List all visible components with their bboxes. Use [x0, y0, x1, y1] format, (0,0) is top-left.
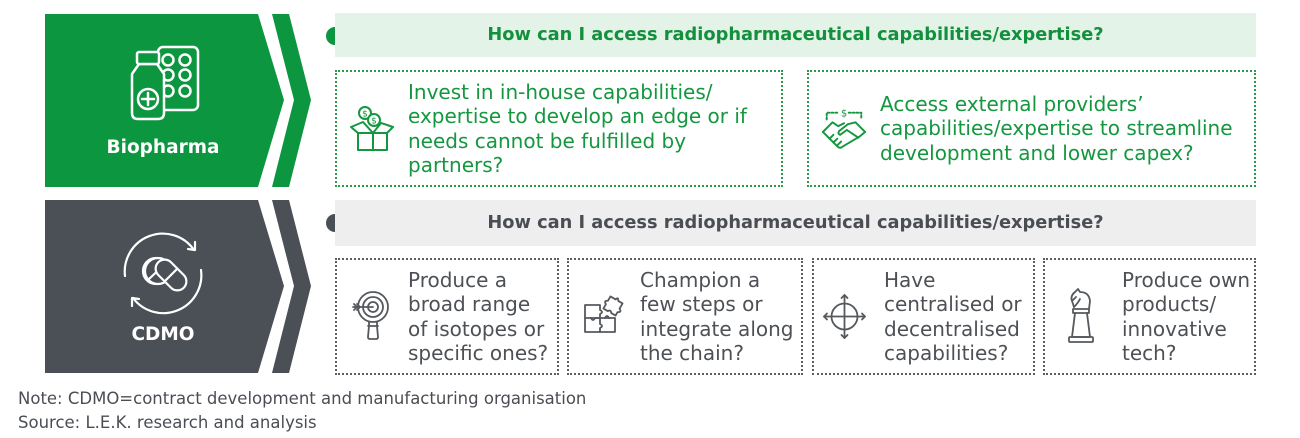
- pills-cycle-icon: [123, 232, 203, 315]
- medicine-bottle-pills-icon: [130, 45, 200, 121]
- chess-knight-icon: [1068, 288, 1094, 343]
- svg-text:$: $: [841, 109, 847, 120]
- puzzle-icon: [584, 295, 624, 333]
- cdmo-arrow-panel: [45, 200, 311, 373]
- option-card-centralisation: Have centralised or decentralised capabi…: [812, 258, 1035, 375]
- source-note: Source: L.E.K. research and analysis: [18, 412, 317, 432]
- biopharma-question-bar: How can I access radiopharmaceutical cap…: [335, 13, 1256, 57]
- handshake-icon: $: [821, 109, 867, 149]
- crosshair-arrows-icon: [823, 294, 866, 339]
- option-card-own-products: Produce own products/ innovative tech?: [1043, 258, 1256, 375]
- option-card-isotopes: Produce a broad range of isotopes or spe…: [335, 258, 559, 375]
- cdmo-label: CDMO: [131, 324, 195, 345]
- svg-text:$: $: [371, 117, 377, 127]
- option-card-value-chain: Champion a few steps or integrate along …: [567, 258, 803, 375]
- svg-text:$: $: [362, 110, 368, 120]
- option-text: Have centralised or decentralised capabi…: [884, 267, 1022, 366]
- option-text: Produce own products/ innovative tech?: [1122, 267, 1251, 366]
- option-card-external: $ Access external providers’ capabilitie…: [807, 70, 1256, 187]
- footnote: Note: CDMO=contract development and manu…: [18, 389, 587, 408]
- option-text: Champion a few steps or integrate along …: [640, 267, 794, 366]
- money-box-icon: $ $: [350, 106, 394, 151]
- target-magnifier-icon: [352, 291, 389, 340]
- option-text: Invest in in-house capabilities/ experti…: [408, 79, 747, 178]
- cdmo-question-bar: How can I access radiopharmaceutical cap…: [335, 200, 1256, 246]
- option-card-in-house: $ $ Invest in in-house capabilities/ exp…: [335, 70, 783, 187]
- option-text: Produce a broad range of isotopes or spe…: [408, 267, 549, 366]
- biopharma-label: Biopharma: [106, 137, 220, 158]
- option-text: Access external providers’ capabilities/…: [880, 91, 1233, 165]
